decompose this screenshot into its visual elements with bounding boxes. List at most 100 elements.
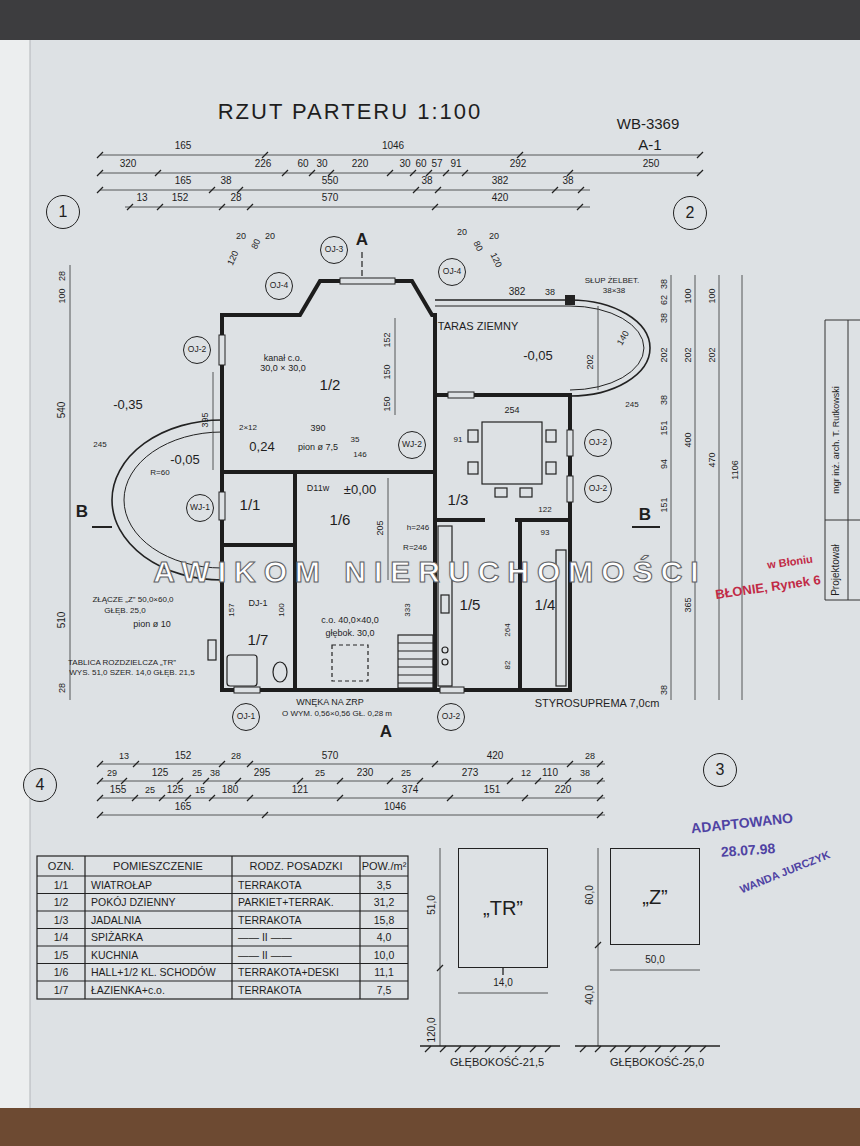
- dimension-value: 12: [521, 768, 531, 778]
- dimension-value: 155: [110, 784, 127, 796]
- room-label: 1/2: [318, 376, 343, 395]
- plan-note: WYS. 51,0 SZER. 14,0 GŁĘB. 21,5: [69, 668, 194, 677]
- plan-note: SŁUP ŻELBET.: [585, 276, 640, 285]
- dimension-value: 180: [222, 784, 239, 796]
- table-cell: 1/1: [54, 879, 69, 891]
- dimension-value: 390: [310, 423, 325, 433]
- dimension-value: 91: [454, 435, 463, 444]
- dimension-value: 510: [56, 612, 68, 629]
- callout-circle: OJ-2: [584, 429, 612, 457]
- dimension-value: 151: [484, 784, 501, 796]
- dimension-value: 1046: [384, 801, 406, 813]
- node-text: OJ-2: [188, 345, 206, 354]
- table-cell: 1/4: [54, 931, 69, 943]
- dimension-value: 146: [353, 450, 366, 459]
- room-label: 1/6: [328, 511, 353, 530]
- dimension-value: 38: [659, 313, 669, 323]
- dimension-value: 273: [462, 767, 479, 779]
- dimension-value: -0,05: [523, 349, 553, 364]
- dimension-value: 420: [492, 192, 509, 204]
- dimension-value: 202: [585, 354, 595, 369]
- dimension-value: 25: [315, 768, 325, 778]
- dimension-value: 1106: [730, 460, 740, 479]
- node-text: WJ-2: [402, 440, 422, 449]
- dimension-value: 420: [487, 750, 504, 762]
- dimension-value: 2×12: [239, 423, 257, 432]
- node-text: „Z”: [642, 886, 668, 908]
- table-cell: HALL+1/2 KL. SCHODÓW: [91, 966, 216, 978]
- plan-note: WNĘKA NA ZRP: [296, 697, 364, 707]
- dimension-value: 152: [382, 332, 392, 347]
- dimension-value: 0,24: [249, 440, 274, 455]
- dimension-value: 245: [625, 400, 638, 409]
- room-label: 1/7: [246, 631, 271, 650]
- table-cell: TERRAKOTA+DESKI: [238, 966, 339, 978]
- dimension-value: 333: [403, 603, 412, 616]
- table-cell: WIATROŁAP: [91, 879, 152, 891]
- table-cell: —— II ——: [238, 931, 292, 943]
- node-text: OJ-3: [325, 245, 343, 254]
- dimension-value: 125: [152, 767, 169, 779]
- table-cell: 11,1: [374, 966, 394, 978]
- callout-circle: OJ-2: [437, 703, 465, 731]
- table-cell: 4,0: [377, 931, 392, 943]
- dimension-value: 38: [580, 768, 590, 778]
- dimension-value: 38: [659, 395, 669, 405]
- plan-note: O WYM. 0,56×0,56 GŁ. 0,28 m: [282, 709, 392, 718]
- dimension-value: 28: [231, 751, 241, 761]
- dimension-value: 38: [659, 685, 669, 695]
- dimension-value: 28: [230, 192, 241, 204]
- table-cell: KUCHNIA: [91, 949, 138, 961]
- dimension-value: 60,0: [584, 885, 596, 904]
- dimension-value: 121: [292, 784, 309, 796]
- dimension-value: 250: [643, 158, 660, 170]
- plan-note: c.o. 40,0×40,0: [321, 615, 378, 625]
- dimension-value: 205: [375, 520, 385, 535]
- table-cell: SPIŻARKA: [91, 931, 143, 943]
- dimension-value: 57: [431, 158, 442, 170]
- callout-circle: OJ-2: [183, 336, 211, 364]
- dimension-value: 38: [421, 175, 432, 187]
- plan-note: pion ø 10: [133, 619, 171, 629]
- plan-note: GŁĘB. 25,0: [104, 606, 145, 615]
- dimension-value: 570: [322, 192, 339, 204]
- dimension-value: 60: [415, 158, 426, 170]
- dimension-value: 151: [659, 497, 669, 512]
- callout-circle: WJ-1: [186, 494, 214, 522]
- dimension-value: 220: [352, 158, 369, 170]
- plan-note: POMIESZCZENIE: [113, 860, 203, 873]
- dimension-value: 25: [192, 768, 202, 778]
- dimension-value: 30: [399, 158, 410, 170]
- table-cell: 1/7: [54, 984, 69, 996]
- table-cell: 1/6: [54, 966, 69, 978]
- dimension-value: 165: [175, 175, 192, 187]
- dimension-value: 14,0: [493, 977, 512, 989]
- plan-note: GŁĘBOKOŚĆ-21,5: [450, 1056, 544, 1069]
- dimension-value: 264: [503, 623, 512, 636]
- table-cell: 7,5: [377, 984, 392, 996]
- dimension-value: 382: [492, 175, 509, 187]
- dimension-value: 30: [316, 158, 327, 170]
- table-cell: 15,8: [374, 914, 394, 926]
- dimension-value: 110: [542, 767, 558, 779]
- dimension-value: 28: [57, 271, 67, 281]
- callout-circle: 3: [703, 753, 737, 787]
- dimension-value: 40,0: [584, 985, 596, 1004]
- dimension-value: 38: [210, 768, 220, 778]
- dimension-value: 151: [659, 420, 669, 435]
- node-text: OJ-2: [589, 438, 607, 447]
- dimension-value: 91: [450, 158, 461, 170]
- table-cell: 1/5: [54, 949, 69, 961]
- node-text: 4: [36, 776, 45, 794]
- dimension-value: 540: [56, 402, 68, 419]
- node-text: 1/3: [448, 492, 469, 509]
- dimension-value: 400: [683, 432, 693, 447]
- dimension-value: 20: [457, 227, 467, 237]
- dimension-value: 35: [351, 435, 360, 444]
- dimension-value: 100: [57, 288, 67, 303]
- dimension-value: 570: [322, 750, 339, 762]
- plan-note: h=246: [407, 523, 429, 532]
- dimension-value: 202: [707, 347, 717, 362]
- plan-note: TARAS ZIEMNY: [438, 320, 518, 333]
